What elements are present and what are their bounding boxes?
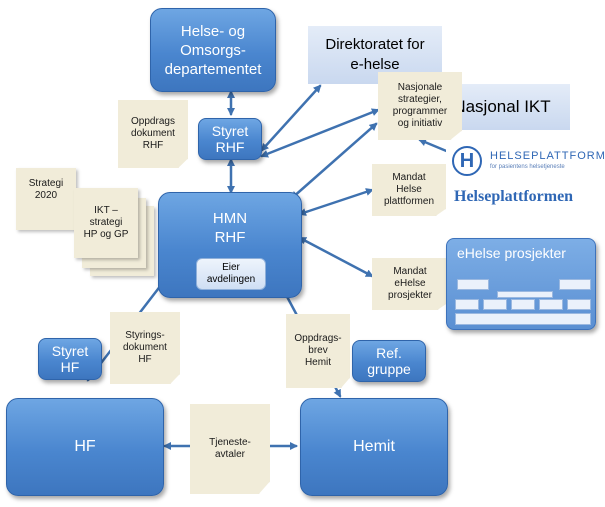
box-eier-avdelingen: Eier avdelingen <box>196 258 266 290</box>
mandat-ehelse-line-2: eHelse <box>394 278 426 289</box>
mandat-hp-line-2: Helse <box>396 184 422 195</box>
styringsdok-line-3: HF <box>138 354 152 365</box>
ehelse-mini-org-3 <box>511 299 535 310</box>
ehelse-mini-org-1 <box>455 299 479 310</box>
ehelse-mini-org-right <box>559 279 591 290</box>
oppdrags-rhf-line-2: dokument <box>131 128 175 139</box>
eier-line-1: Eier <box>222 262 240 273</box>
arrow-hmn-mandat-ehelse <box>298 236 374 278</box>
box-hmn-rhf: HMN RHF <box>158 192 302 298</box>
helseplattformen-logo-block: H HELSEPLATTFORMEN for pasientens helset… <box>446 142 605 218</box>
ikt-strategi-line-1: IKT – <box>94 205 118 216</box>
box-helse-og-omsorgsdepartementet: Helse- og Omsorgs- departementet <box>150 8 276 92</box>
ehelse-mini-org-2 <box>483 299 507 310</box>
note-oppdragsdokument-rhf: Oppdrags dokument RHF <box>118 100 188 168</box>
box-direktoratet-for-ehelse: Direktoratet for e-helse <box>308 26 442 84</box>
hmn-rhf-line-1: HMN <box>212 210 248 227</box>
mandat-ehelse-line-1: Mandat <box>393 266 427 277</box>
note-oppdragsbrev-hemit: Oppdrags- brev Hemit <box>286 314 350 388</box>
mandat-hp-line-1: Mandat <box>392 172 426 183</box>
note-nasjonale-strategier: Nasjonale strategier, programmer og init… <box>378 72 462 140</box>
note-strategi-2020: Strategi 2020 <box>16 168 76 230</box>
hf-label: HF <box>74 438 96 455</box>
helseplattformen-tagline: for pasientens helsetjeneste <box>490 164 565 170</box>
hod-line-3: departementet <box>164 60 262 78</box>
panel-ehelse-prosjekter: eHelse prosjekter <box>446 238 596 330</box>
nasjonale-line-2: strategier, <box>398 94 442 105</box>
styret-hf-line-2: HF <box>60 359 80 375</box>
helseplattformen-title: Helseplattformen <box>454 188 574 205</box>
ref-gruppe-line-1: Ref. <box>376 345 402 361</box>
helseplattformen-wordmark: HELSEPLATTFORMEN <box>490 150 605 162</box>
direktoratet-line-2: e-helse <box>350 56 400 73</box>
box-styret-hf: Styret HF <box>38 338 102 380</box>
arrow-styret-direktoratet <box>260 84 322 152</box>
oppdragsbrev-line-2: brev <box>308 345 328 356</box>
strategi-2020-line-1: Strategi <box>28 178 64 189</box>
ehelse-mini-org-top <box>457 279 489 290</box>
direktoratet-line-1: Direktoratet for <box>325 36 425 53</box>
note-ikt-strategi: IKT – strategi HP og GP <box>74 188 138 258</box>
ikt-strategi-line-2: strategi <box>89 217 123 228</box>
oppdrags-rhf-line-3: RHF <box>142 140 164 151</box>
oppdrags-rhf-line-1: Oppdrags <box>131 116 175 127</box>
helseplattformen-h-icon: H <box>452 146 482 176</box>
note-styringsdokument-hf: Styrings- dokument HF <box>110 312 180 384</box>
arrow-hmn-nasjonale <box>290 122 378 200</box>
hmn-rhf-line-2: RHF <box>214 229 246 246</box>
mandat-hp-line-3: plattformen <box>383 196 435 207</box>
tjenesteavtaler-line-1: Tjeneste- <box>209 437 251 448</box>
strategi-2020-line-2: 2020 <box>34 190 58 201</box>
styringsdok-line-1: Styrings- <box>125 330 165 341</box>
styret-rhf-line-2: RHF <box>215 139 245 155</box>
note-tjenesteavtaler: Tjeneste- avtaler <box>190 404 270 494</box>
tjenesteavtaler-line-2: avtaler <box>214 449 245 460</box>
styret-hf-line-1: Styret <box>51 343 89 359</box>
nasjonal-ikt-label: Nasjonal IKT <box>453 97 551 116</box>
nasjonale-line-1: Nasjonale <box>397 82 443 93</box>
ehelse-mini-org-bottom <box>455 313 591 325</box>
hod-line-2: Omsorgs- <box>180 41 246 59</box>
ehelse-prosjekter-title: eHelse prosjekter <box>457 245 566 261</box>
ehelse-mini-org-5 <box>567 299 591 310</box>
ref-gruppe-line-2: gruppe <box>367 361 411 377</box>
oppdragsbrev-line-3: Hemit <box>304 357 332 368</box>
note-mandat-ehelse-prosjekter: Mandat eHelse prosjekter <box>372 258 448 310</box>
ehelse-mini-org-header <box>497 291 553 298</box>
ehelse-mini-org-4 <box>539 299 563 310</box>
hod-line-1: Helse- og <box>180 22 246 40</box>
arrow-hmn-mandat-hp <box>298 188 374 216</box>
box-styret-rhf: Styret RHF <box>198 118 262 160</box>
mandat-ehelse-line-3: prosjekter <box>388 290 432 301</box>
note-mandat-helseplattformen: Mandat Helse plattformen <box>372 164 446 216</box>
hemit-label: Hemit <box>353 438 395 455</box>
nasjonale-line-4: og initiativ <box>397 118 443 129</box>
box-ref-gruppe: Ref. gruppe <box>352 340 426 382</box>
box-hemit: Hemit <box>300 398 448 496</box>
arrow-styret-nasjonale <box>260 108 380 158</box>
box-hf: HF <box>6 398 164 496</box>
nasjonale-line-3: programmer <box>392 106 448 117</box>
eier-line-2: avdelingen <box>206 274 256 285</box>
styringsdok-line-2: dokument <box>123 342 167 353</box>
oppdragsbrev-line-1: Oppdrags- <box>294 333 342 344</box>
ikt-strategi-line-3: HP og GP <box>83 229 129 240</box>
styret-rhf-line-1: Styret <box>211 123 249 139</box>
